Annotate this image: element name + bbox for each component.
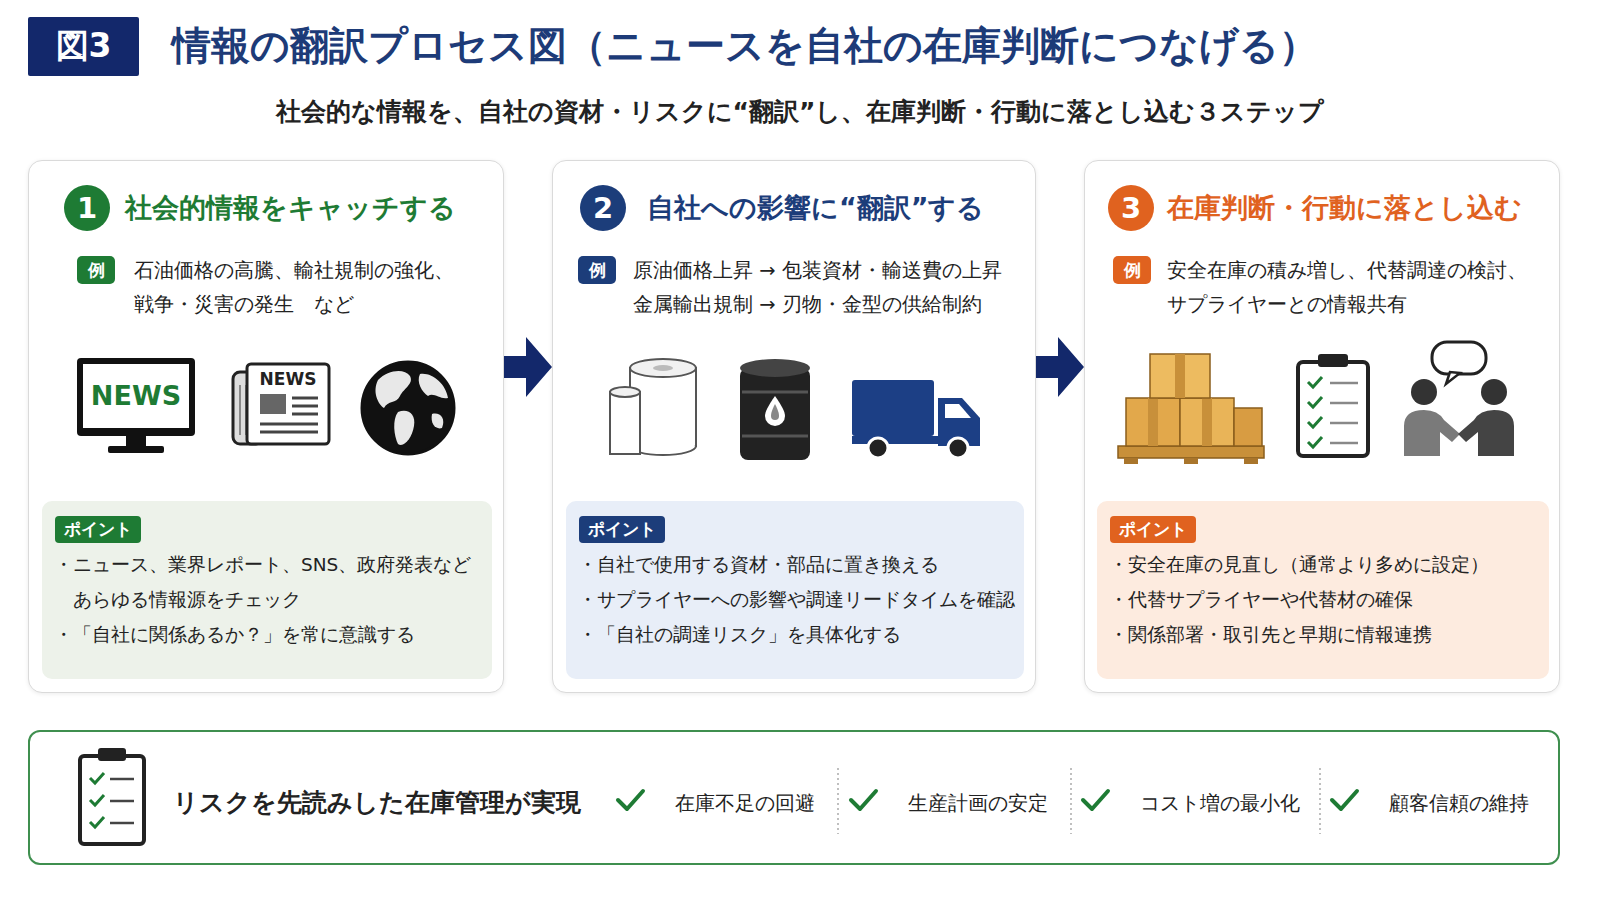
example-text: 安全在庫の積み増し、代替調達の検討、 サプライヤーとの情報共有 xyxy=(1167,254,1547,322)
example-text: 金属輸出規制 → 刃物・金型の供給制約 xyxy=(633,288,982,322)
example-badge: 例 xyxy=(578,256,616,284)
step-number-text: 1 xyxy=(77,191,97,225)
step-panel: 社会的情報をキャッチする石油価格の高騰、輸社規制の強化、 戦争・災害の発生 など… xyxy=(28,160,504,693)
step-heading: 在庫判断・行動に落とし込む xyxy=(1167,189,1522,227)
point-badge: ポイント xyxy=(1110,516,1196,543)
benefit-item: 生産計画の安定 xyxy=(908,787,1048,819)
diagram-title: 情報の翻訳プロセス図（ニュースを自社の在庫判断につなげる） xyxy=(172,20,1318,72)
benefit-item: コスト増の最小化 xyxy=(1140,787,1300,819)
example-badge-text: 例 xyxy=(589,259,606,282)
step-panel: 在庫判断・行動に落とし込む安全在庫の積み増し、代替調達の検討、 サプライヤーとの… xyxy=(1084,160,1560,693)
example-badge-text: 例 xyxy=(1124,259,1141,282)
step-number-text: 3 xyxy=(1121,191,1141,225)
example-badge: 例 xyxy=(1113,256,1151,284)
point-badge-text: ポイント xyxy=(588,518,656,541)
step-number: 1 xyxy=(64,185,110,231)
flow-arrow xyxy=(504,337,552,397)
example-badge: 例 xyxy=(77,256,115,284)
step-number: 2 xyxy=(580,185,626,231)
step-number-text: 2 xyxy=(593,191,613,225)
figure-badge: 図3 xyxy=(28,17,139,76)
flow-arrow xyxy=(1036,337,1084,397)
benefit-item: 在庫不足の回避 xyxy=(675,787,815,819)
example-badge-text: 例 xyxy=(88,259,105,282)
figure-badge-text: 図3 xyxy=(56,24,112,69)
point-box: ・自社で使用する資材・部品に置き換える・サプライヤーへの影響や調達リードタイムを… xyxy=(566,501,1024,679)
result-heading: リスクを先読みした在庫管理が実現 xyxy=(173,785,581,821)
point-bullet: ・代替サプライヤーや代替材の確保 xyxy=(1097,582,1549,617)
point-box: ・安全在庫の見直し（通常より多めに設定）・代替サプライヤーや代替材の確保・関係部… xyxy=(1097,501,1549,679)
point-bullet: ・「自社に関係あるか？」を常に意識する xyxy=(42,617,492,652)
example-text: 原油価格上昇 → 包装資材・輸送費の上昇 xyxy=(633,254,1002,288)
point-bullet: ・サプライヤーへの影響や調達リードタイムを確認 xyxy=(566,582,1024,617)
subtitle: 社会的な情報を、自社の資材・リスクに“翻訳”し、在庫判断・行動に落とし込む３ステ… xyxy=(0,96,1600,128)
step-heading: 社会的情報をキャッチする xyxy=(125,189,456,227)
step-number: 3 xyxy=(1108,185,1154,231)
point-badge-text: ポイント xyxy=(64,518,132,541)
point-bullet: ・安全在庫の見直し（通常より多めに設定） xyxy=(1097,547,1549,582)
point-badge: ポイント xyxy=(579,516,665,543)
point-badge: ポイント xyxy=(55,516,141,543)
point-box: ・ニュース、業界レポート、SNS、政府発表など あらゆる情報源をチェック・「自社… xyxy=(42,501,492,679)
point-badge-text: ポイント xyxy=(1119,518,1187,541)
icon-label: NEWS xyxy=(83,378,189,414)
result-box: リスクを先読みした在庫管理が実現 在庫不足の回避 生産計画の安定 コスト増の最小化 顧客… xyxy=(28,730,1560,865)
icon-label: NEWS xyxy=(247,368,329,390)
benefit-item: 顧客信頼の維持 xyxy=(1389,787,1529,819)
step-heading: 自社への影響に“翻訳”する xyxy=(647,189,985,227)
point-bullet: ・関係部署・取引先と早期に情報連携 xyxy=(1097,617,1549,652)
point-bullet: ・ニュース、業界レポート、SNS、政府発表など あらゆる情報源をチェック xyxy=(42,547,492,617)
point-bullet: ・自社で使用する資材・部品に置き換える xyxy=(566,547,1024,582)
example-text: 石油価格の高騰、輸社規制の強化、 戦争・災害の発生 など xyxy=(134,254,484,322)
point-bullet: ・「自社の調達リスク」を具体化する xyxy=(566,617,1024,652)
step-panel: 自社への影響に“翻訳”する原油価格上昇 → 包装資材・輸送費の上昇金属輸出規制 … xyxy=(552,160,1036,693)
